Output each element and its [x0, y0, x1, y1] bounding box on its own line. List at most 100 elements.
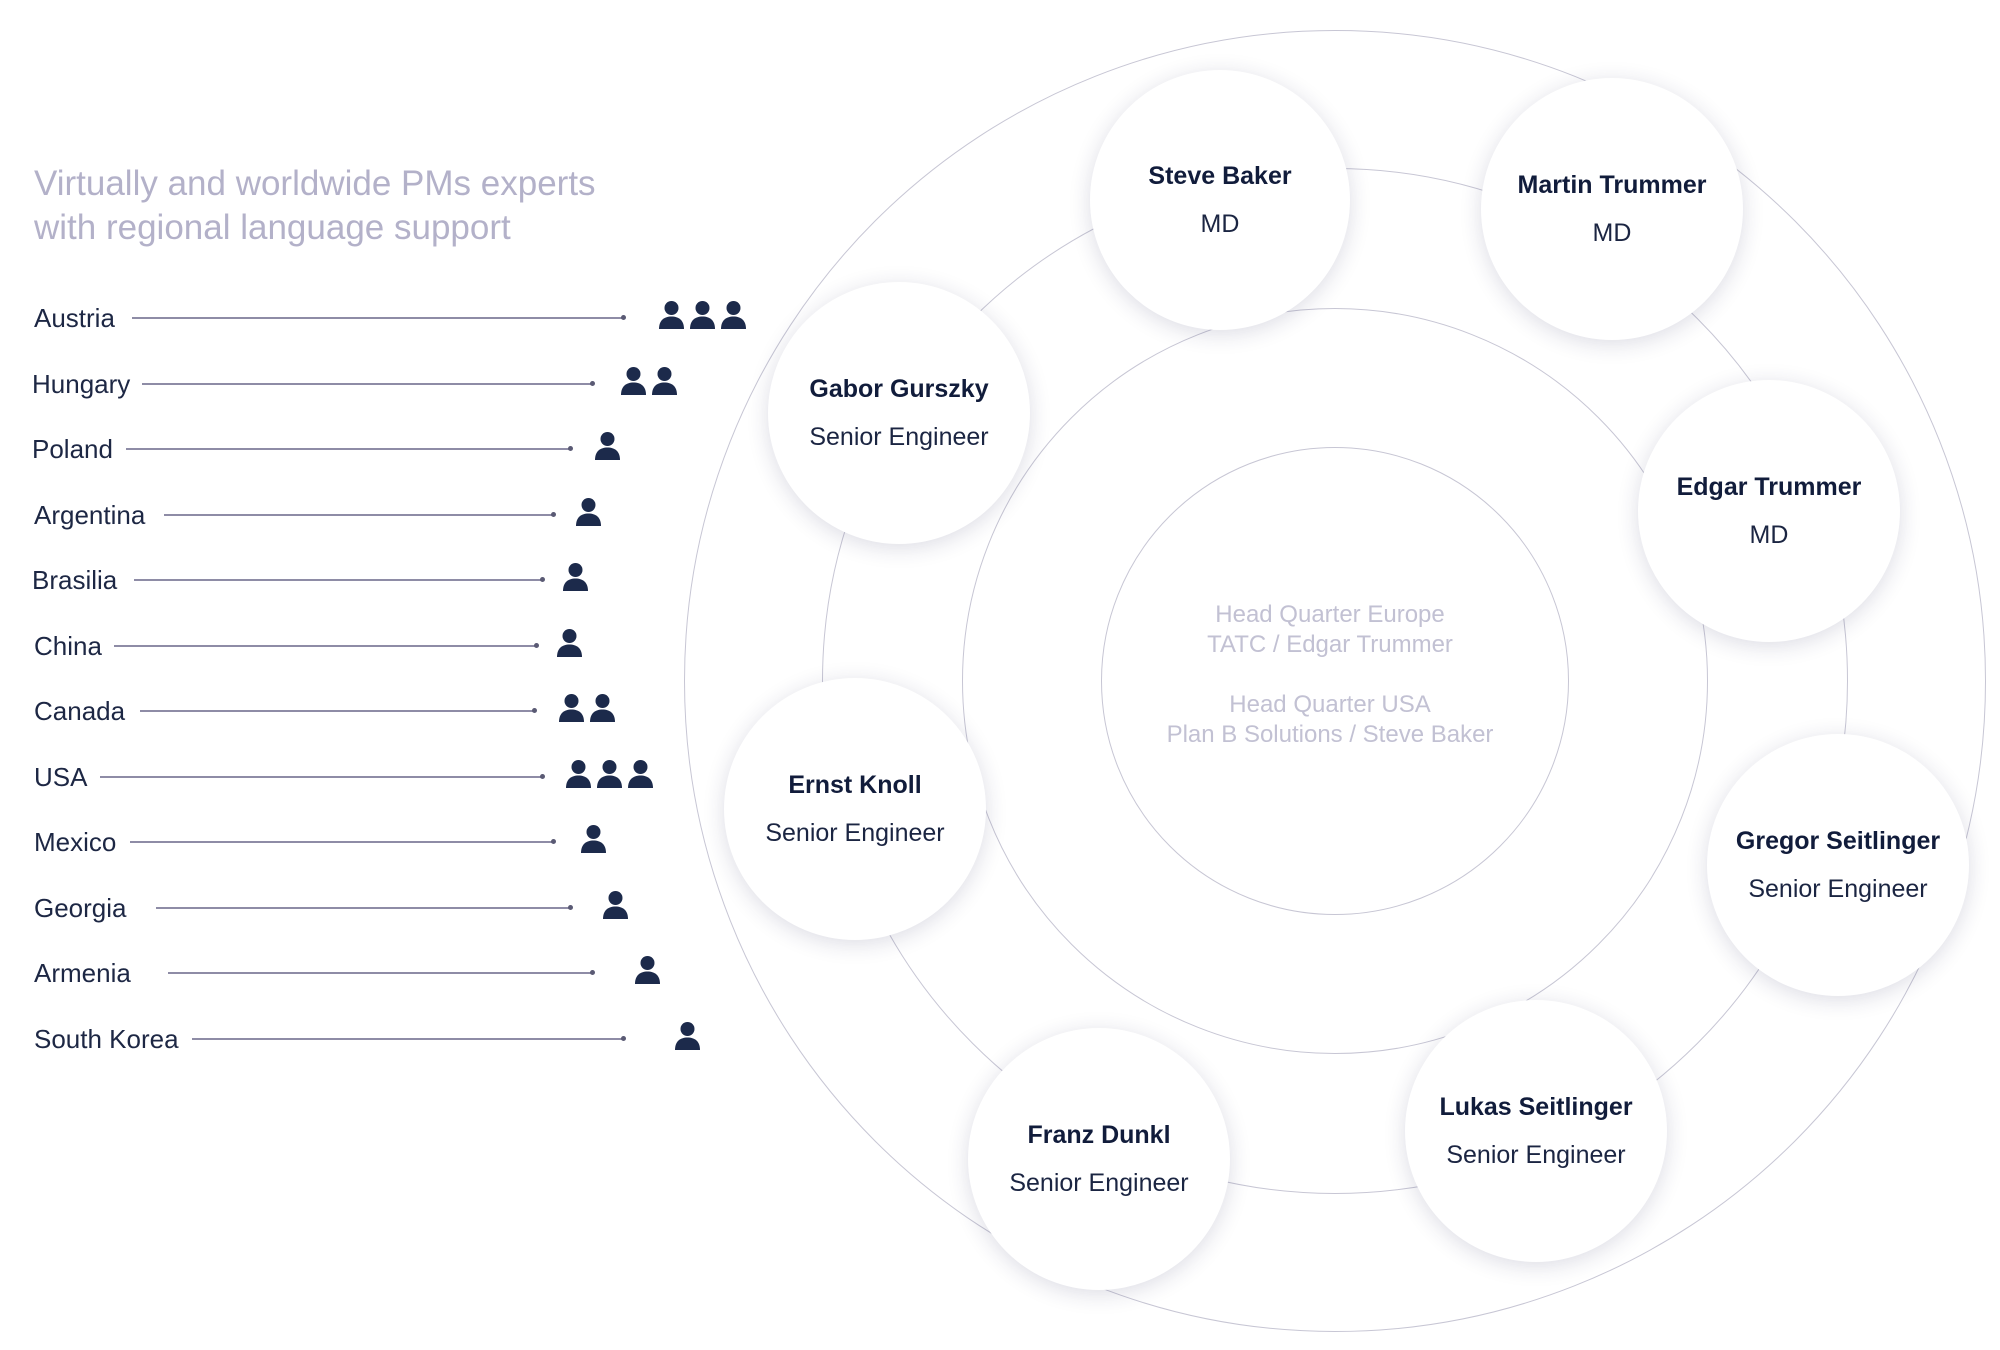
person-node-gabor-gurszky: Gabor Gurszky Senior Engineer: [768, 282, 1030, 544]
connector-line: [142, 381, 595, 386]
connector-line: [100, 774, 545, 779]
connector-line: [168, 970, 595, 975]
country-label: China: [34, 631, 102, 661]
inner-ring: [962, 308, 1708, 1054]
person-icon: [558, 693, 585, 723]
country-row: Poland: [0, 429, 780, 469]
person-node-ernst-knoll: Ernst Knoll Senior Engineer: [724, 678, 986, 940]
person-name: Gabor Gurszky: [809, 375, 989, 403]
expert-icons: [580, 824, 611, 860]
country-label: Canada: [34, 696, 126, 726]
expert-icons: [594, 431, 625, 467]
connector-line: [134, 577, 545, 582]
person-icon: [658, 300, 685, 330]
country-row: Canada: [0, 691, 780, 731]
country-row: Brasilia: [0, 560, 780, 600]
person-name: Steve Baker: [1148, 162, 1292, 190]
country-label: Mexico: [34, 827, 117, 857]
connector-line: [130, 839, 556, 844]
connector-line: [126, 446, 573, 451]
person-icon: [562, 562, 589, 592]
connector-line: [156, 905, 573, 910]
hq-europe-detail: TATC / Edgar Trummer: [1207, 631, 1453, 658]
person-icon: [627, 759, 654, 789]
country-row: Austria: [0, 298, 780, 338]
expert-icons: [556, 628, 587, 664]
person-icon: [602, 890, 629, 920]
person-icon: [689, 300, 716, 330]
connector-line: [132, 315, 626, 320]
country-label: South Korea: [34, 1024, 179, 1054]
person-icon: [565, 759, 592, 789]
expert-icons: [562, 562, 593, 598]
country-row: Hungary: [0, 364, 780, 404]
person-role: Senior Engineer: [765, 819, 945, 847]
country-label: USA: [34, 762, 88, 792]
person-name: Gregor Seitlinger: [1735, 827, 1941, 855]
person-icon: [580, 824, 607, 854]
expert-icons: [602, 890, 633, 926]
person-icon: [620, 366, 647, 396]
person-role: MD: [1200, 210, 1240, 238]
person-icon: [651, 366, 678, 396]
person-node-steve-baker: Steve Baker MD: [1090, 70, 1350, 330]
headquarters-info: Head Quarter Europe TATC / Edgar Trummer…: [1130, 600, 1530, 750]
person-role: Senior Engineer: [809, 423, 989, 451]
country-row: Mexico: [0, 822, 780, 862]
person-icon: [634, 955, 661, 985]
person-name: Ernst Knoll: [788, 771, 922, 799]
person-node-edgar-trummer: Edgar Trummer MD: [1638, 380, 1900, 642]
person-role: MD: [1749, 521, 1789, 549]
person-node-lukas-seitlinger: Lukas Seitlinger Senior Engineer: [1405, 1000, 1667, 1262]
person-role: Senior Engineer: [1009, 1169, 1189, 1197]
person-icon: [575, 497, 602, 527]
connector-line: [192, 1036, 626, 1041]
outer-ring: [684, 30, 1986, 1332]
center-ring: [1101, 447, 1569, 915]
intro-line-2: with regional language support: [34, 208, 511, 247]
person-node-franz-dunkl: Franz Dunkl Senior Engineer: [968, 1028, 1230, 1290]
country-row: USA: [0, 757, 780, 797]
person-node-gregor-seitlinger: Gregor Seitlinger Senior Engineer: [1707, 734, 1969, 996]
person-icon: [720, 300, 747, 330]
country-label: Austria: [34, 303, 115, 333]
expert-icons: [620, 366, 682, 402]
country-label: Brasilia: [32, 565, 118, 595]
expert-icons: [674, 1021, 705, 1057]
person-icon: [594, 431, 621, 461]
expert-icons: [658, 300, 751, 336]
person-name: Lukas Seitlinger: [1439, 1093, 1633, 1121]
hq-usa-detail: Plan B Solutions / Steve Baker: [1166, 721, 1494, 748]
expert-icons: [575, 497, 606, 533]
person-name: Martin Trummer: [1517, 171, 1707, 199]
country-label: Hungary: [32, 369, 131, 399]
person-role: Senior Engineer: [1748, 875, 1928, 903]
intro-heading: Virtually and worldwide PMs experts with…: [34, 162, 754, 250]
person-icon: [596, 759, 623, 789]
country-row: South Korea: [0, 1019, 780, 1059]
hq-usa-title: Head Quarter USA: [1229, 691, 1431, 718]
country-row: Armenia: [0, 953, 780, 993]
hq-europe-title: Head Quarter Europe: [1215, 601, 1445, 628]
person-node-martin-trummer: Martin Trummer MD: [1481, 78, 1743, 340]
expert-icons: [634, 955, 665, 991]
person-icon: [589, 693, 616, 723]
expert-icons: [565, 759, 658, 795]
country-row: Georgia: [0, 888, 780, 928]
intro-line-1: Virtually and worldwide PMs experts: [34, 164, 596, 203]
person-role: MD: [1592, 219, 1632, 247]
person-icon: [674, 1021, 701, 1051]
country-label: Armenia: [34, 958, 131, 988]
person-icon: [556, 628, 583, 658]
country-row: Argentina: [0, 495, 780, 535]
country-label: Poland: [32, 434, 113, 464]
country-label: Georgia: [34, 893, 127, 923]
connector-line: [114, 643, 539, 648]
connector-line: [164, 512, 556, 517]
person-role: Senior Engineer: [1446, 1141, 1626, 1169]
country-label: Argentina: [34, 500, 146, 530]
person-name: Franz Dunkl: [1027, 1121, 1171, 1149]
expert-icons: [558, 693, 620, 729]
person-name: Edgar Trummer: [1676, 473, 1862, 501]
